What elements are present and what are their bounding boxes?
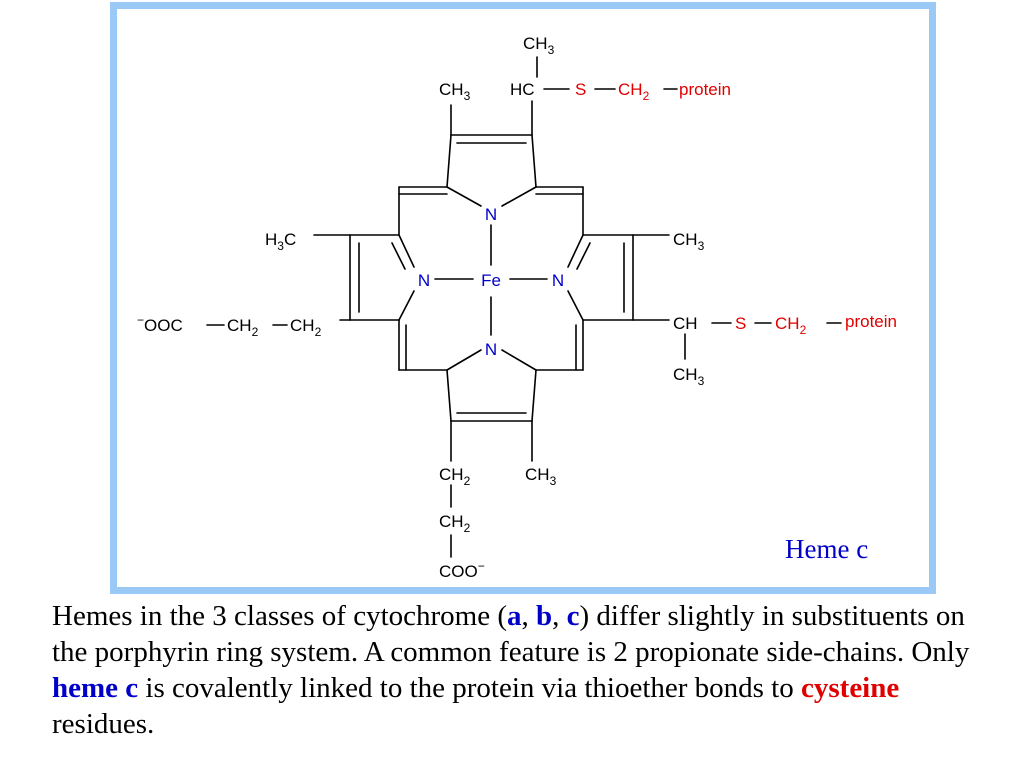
description-text: ) differ slightly in substituents on the…	[52, 600, 970, 668]
bond	[446, 134, 452, 188]
description-text: residues.	[52, 708, 155, 740]
bond	[567, 290, 584, 321]
bond	[398, 290, 415, 321]
atom-labels: Fe N N N N CH3 HC S CH2 protein CH3 H3C …	[137, 34, 897, 581]
bond	[446, 369, 452, 422]
n-atom-top: N	[485, 205, 497, 224]
left-ch2-a-label: CH2	[227, 316, 259, 339]
heme-c-structure: Fe N N N N CH3 HC S CH2 protein CH3 H3C …	[137, 34, 897, 581]
bond	[501, 349, 537, 371]
cysteine-highlight: cysteine	[801, 672, 900, 704]
bond	[576, 242, 591, 270]
bond	[567, 234, 584, 268]
description-text: ,	[521, 600, 536, 632]
bond	[531, 134, 537, 188]
bottom-coo-label: COO−	[439, 559, 485, 581]
cytochrome-a-label: a	[507, 600, 522, 632]
top-s-atom: S	[575, 80, 586, 99]
left-ch2-b-label: CH2	[290, 316, 322, 339]
left-propionate-chain: −OOC	[137, 313, 183, 335]
bond	[391, 242, 406, 270]
bottom-ch3-label: CH3	[525, 465, 557, 488]
right-ch3-below-label: CH3	[673, 365, 705, 388]
diagram-caption: Heme c	[785, 534, 869, 564]
bond	[398, 234, 415, 268]
bottom-ch2-a-label: CH2	[439, 465, 471, 488]
n-atom-left: N	[418, 271, 430, 290]
cytochrome-b-label: b	[536, 600, 553, 632]
bonds	[206, 56, 842, 558]
n-atom-right: N	[552, 271, 564, 290]
right-ch-label: CH	[673, 314, 698, 333]
heme-c-highlight: heme c	[52, 672, 139, 704]
top-protein-label: protein	[679, 80, 731, 99]
right-ch2-label: CH2	[775, 314, 807, 337]
diagram-frame: Fe N N N N CH3 HC S CH2 protein CH3 H3C …	[110, 2, 936, 594]
bottom-ch2-b-label: CH2	[439, 512, 471, 535]
bond	[446, 349, 482, 371]
top-left-ch3-label: CH3	[439, 80, 471, 103]
bond	[531, 369, 537, 422]
left-h3c-label: H3C	[265, 230, 296, 253]
top-ch3-label: CH3	[523, 34, 555, 57]
right-ch3-label: CH3	[673, 230, 705, 253]
bond	[446, 186, 482, 207]
description-text: Hemes in the 3 classes of cytochrome (	[52, 600, 507, 632]
fe-atom: Fe	[481, 271, 501, 290]
description-text: ,	[552, 600, 567, 632]
description-text: is covalently linked to the protein via …	[138, 672, 801, 704]
description-paragraph: Hemes in the 3 classes of cytochrome (a,…	[52, 598, 1002, 742]
right-s-atom: S	[735, 314, 746, 333]
top-ch2-label: CH2	[618, 80, 650, 103]
cytochrome-c-label: c	[566, 600, 580, 632]
bond	[501, 186, 537, 207]
right-protein-label: protein	[845, 312, 897, 331]
top-hc-label: HC	[510, 80, 535, 99]
n-atom-bottom: N	[485, 340, 497, 359]
